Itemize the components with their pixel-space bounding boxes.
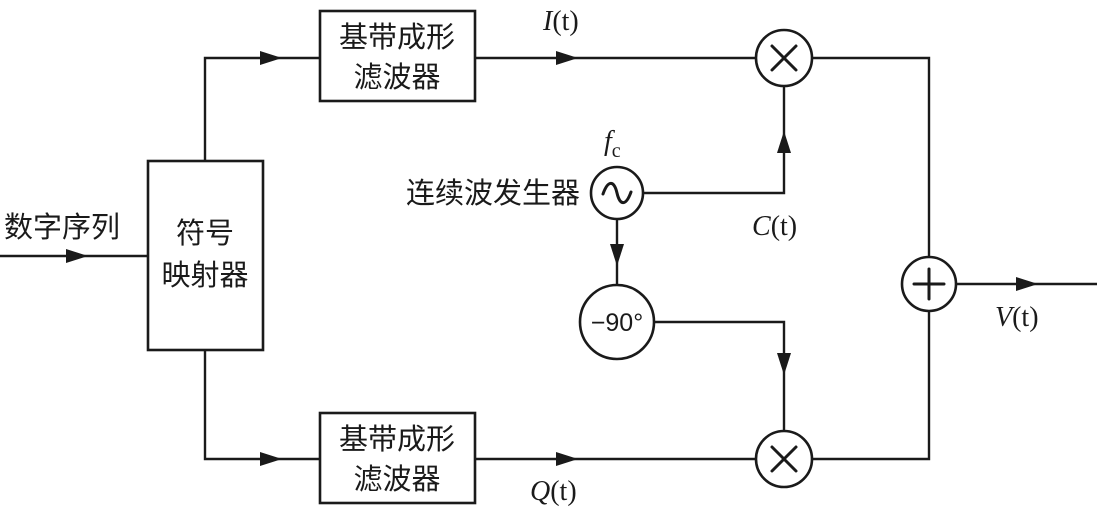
carrier-frequency-symbol: f [604,126,615,157]
i-signal-label: I(t) [542,6,579,37]
i-signal-arg: (t) [552,6,578,37]
bottom-multiplier [754,429,814,489]
multiply-circle-icon [770,44,798,72]
q-signal-label: Q(t) [530,476,577,507]
mapper-to-top-filter-wire [203,56,320,161]
top-filter-input-arrow [260,51,282,65]
mapper-label-line1: 符号 [176,216,234,250]
sine-wave-circle-icon [601,181,633,205]
q-signal-name: Q [530,476,550,507]
adder [900,255,958,313]
osc-to-phase-arrow [610,244,624,266]
q-signal-arrow [556,452,578,466]
top-filter-label-line2: 滤波器 [353,60,440,94]
bottom-product-wire [812,311,931,461]
top-filter-block [318,9,477,103]
multiply-circle-icon [770,445,798,473]
c-signal-arg: (t) [771,211,797,242]
c-signal-name: C [752,211,771,242]
i-signal-name: I [542,6,554,37]
plus-circle-icon [912,267,946,301]
q-signal-arg: (t) [550,476,576,507]
input-arrow [66,249,88,263]
c-signal-wire [643,86,786,195]
input-label: 数字序列 [4,210,120,244]
top-filter-label-line1: 基带成形 [339,20,455,54]
v-signal-name: V [995,302,1015,333]
i-signal-arrow [556,51,578,65]
output-arrow [1016,277,1038,291]
phase-to-multiplier-arrow [777,353,791,375]
bottom-filter-block [318,411,477,505]
mapper-label-line2: 映射器 [161,258,248,292]
v-signal-label: V(t) [995,302,1039,333]
c-signal-arrow [777,131,791,153]
carrier-frequency-label: fc [604,126,621,162]
phase-shifter-circle [578,283,656,361]
bottom-filter-label-line2: 滤波器 [353,462,440,496]
symbol-mapper-block [146,159,265,352]
bottom-filter-label-line1: 基带成形 [339,422,455,456]
carrier-frequency-subscript: c [612,140,621,162]
c-signal-label: C(t) [752,211,797,242]
top-multiplier [754,28,814,88]
oscillator-label: 连续波发生器 [406,176,580,210]
phase-to-multiplier-wire [654,320,786,431]
top-product-wire [812,56,931,257]
mapper-to-bottom-filter-wire [203,350,320,461]
phase-shifter-label: −90° [591,309,643,337]
v-signal-arg: (t) [1012,302,1038,333]
bottom-filter-input-arrow [260,452,282,466]
oscillator [589,165,645,221]
